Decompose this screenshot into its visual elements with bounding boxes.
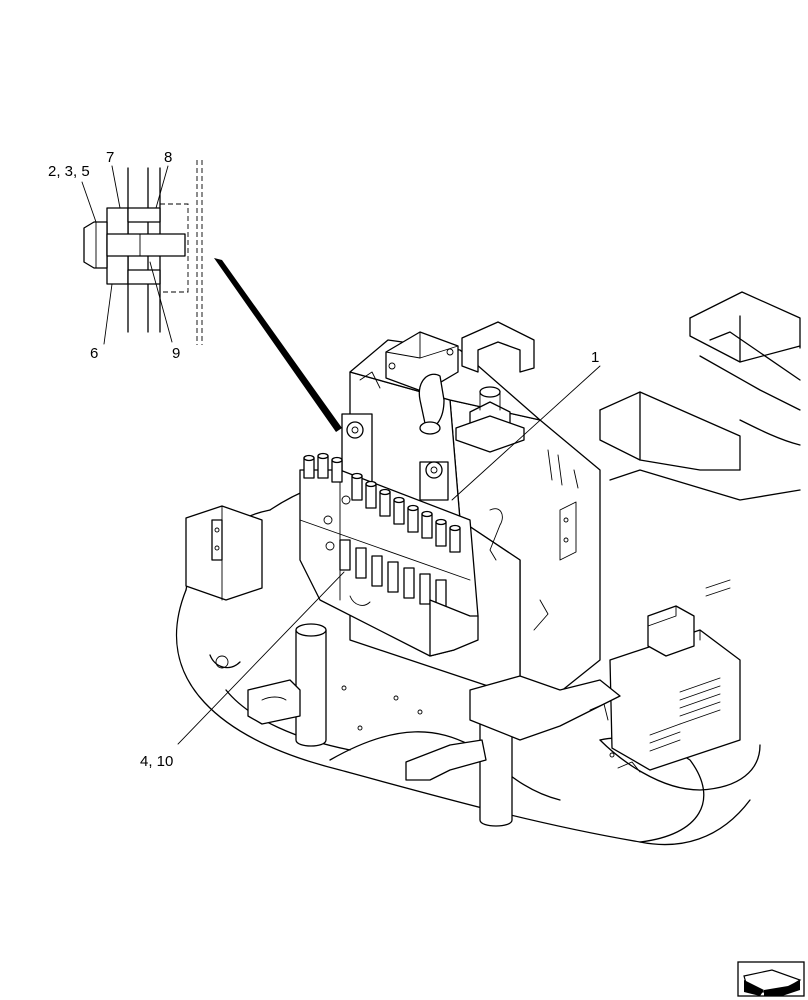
control-valve-bank	[299, 452, 479, 657]
next-page-arrow-icon[interactable]	[737, 961, 805, 997]
callout-9: 9	[172, 345, 180, 362]
callout-2-3-5: 2, 3, 5	[48, 163, 90, 180]
callout-4-10: 4, 10	[140, 753, 173, 770]
turntable-frame	[175, 477, 761, 846]
callout-8: 8	[164, 149, 172, 166]
leader-lines	[177, 365, 601, 745]
detail-inset	[81, 160, 203, 345]
rear-frame	[599, 291, 801, 773]
callout-7: 7	[106, 149, 114, 166]
callout-1: 1	[591, 349, 599, 366]
detail-pointer	[214, 258, 342, 432]
callout-6: 6	[90, 345, 98, 362]
